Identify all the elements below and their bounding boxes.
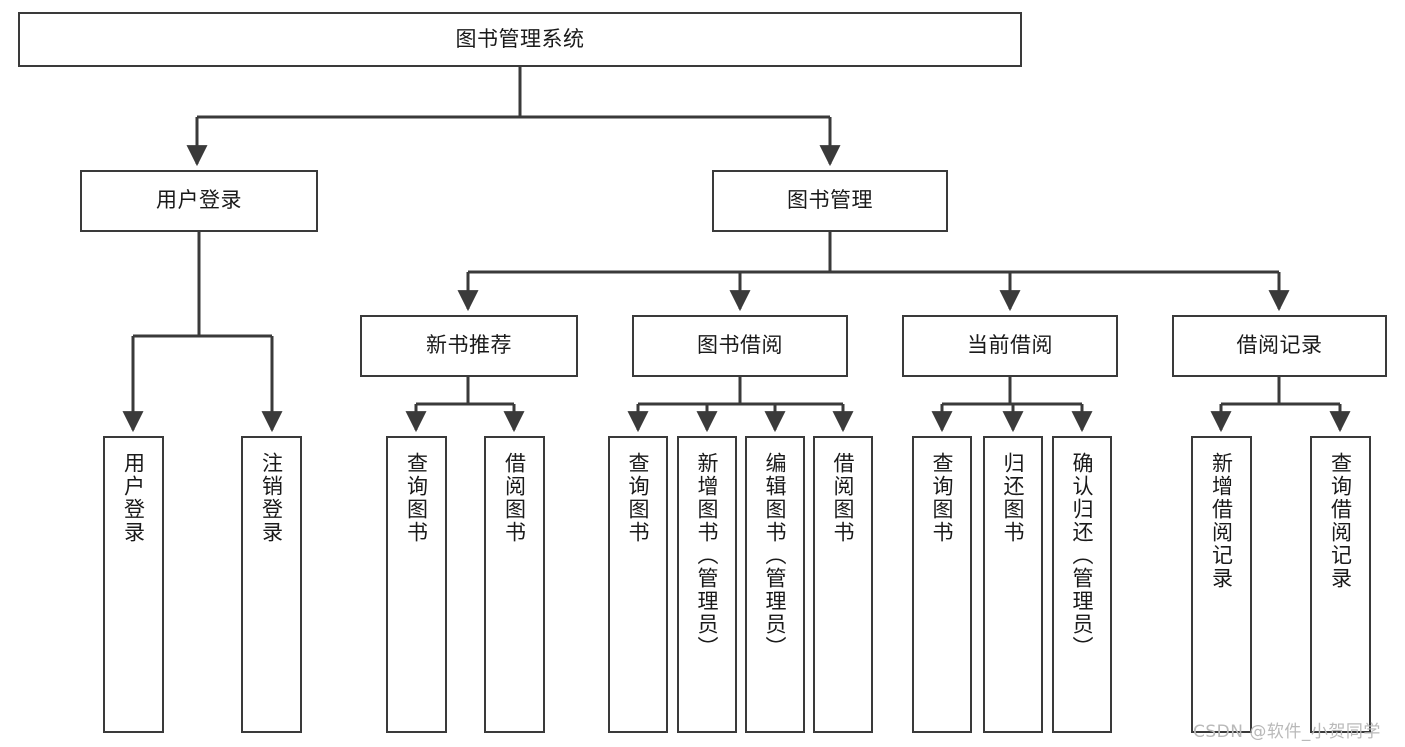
- node-leaf-borrow-book-2-label: 借阅图书: [831, 452, 856, 544]
- node-current-borrow[interactable]: 当前借阅: [902, 315, 1118, 377]
- node-leaf-add-record-label: 新增借阅记录: [1209, 452, 1234, 590]
- node-leaf-query-book-2-label: 查询图书: [626, 452, 651, 544]
- node-book-management[interactable]: 图书管理: [712, 170, 948, 232]
- node-leaf-return-book[interactable]: 归还图书: [983, 436, 1043, 733]
- node-borrow-records-label: 借阅记录: [1236, 333, 1323, 358]
- node-borrow-records[interactable]: 借阅记录: [1172, 315, 1387, 377]
- node-leaf-user-login-label: 用户登录: [121, 452, 146, 544]
- node-root-label: 图书管理系统: [455, 26, 585, 51]
- node-leaf-query-book-1-label: 查询图书: [404, 452, 429, 544]
- node-book-management-label: 图书管理: [787, 188, 873, 213]
- node-leaf-query-book-3[interactable]: 查询图书: [912, 436, 972, 733]
- node-leaf-borrow-book-1-label: 借阅图书: [502, 452, 527, 544]
- node-leaf-borrow-book-1[interactable]: 借阅图书: [484, 436, 545, 733]
- node-user-login[interactable]: 用户登录: [80, 170, 318, 232]
- node-leaf-confirm-return-label: 确认归还（管理员）: [1070, 452, 1095, 659]
- node-book-borrow-label: 图书借阅: [697, 333, 783, 358]
- watermark: CSDN @软件_小贺同学: [1193, 717, 1381, 742]
- node-leaf-add-book-label: 新增图书（管理员）: [695, 452, 720, 659]
- node-current-borrow-label: 当前借阅: [967, 333, 1053, 358]
- node-leaf-logout[interactable]: 注销登录: [241, 436, 302, 733]
- node-leaf-return-book-label: 归还图书: [1001, 452, 1026, 544]
- node-user-login-label: 用户登录: [156, 188, 242, 213]
- node-new-book-recommend-label: 新书推荐: [426, 333, 512, 358]
- node-leaf-query-record-label: 查询借阅记录: [1328, 452, 1353, 590]
- node-leaf-add-book[interactable]: 新增图书（管理员）: [677, 436, 737, 733]
- node-leaf-query-book-3-label: 查询图书: [930, 452, 955, 544]
- watermark-text: CSDN @软件_小贺同学: [1193, 722, 1381, 742]
- node-leaf-query-record[interactable]: 查询借阅记录: [1310, 436, 1371, 733]
- node-leaf-logout-label: 注销登录: [259, 452, 284, 544]
- node-leaf-edit-book-label: 编辑图书（管理员）: [763, 452, 788, 659]
- node-leaf-query-book-2[interactable]: 查询图书: [608, 436, 668, 733]
- node-leaf-edit-book[interactable]: 编辑图书（管理员）: [745, 436, 805, 733]
- node-book-borrow[interactable]: 图书借阅: [632, 315, 848, 377]
- node-leaf-confirm-return[interactable]: 确认归还（管理员）: [1052, 436, 1112, 733]
- node-root[interactable]: 图书管理系统: [18, 12, 1022, 67]
- node-leaf-add-record[interactable]: 新增借阅记录: [1191, 436, 1252, 733]
- node-leaf-user-login[interactable]: 用户登录: [103, 436, 164, 733]
- node-new-book-recommend[interactable]: 新书推荐: [360, 315, 578, 377]
- node-leaf-borrow-book-2[interactable]: 借阅图书: [813, 436, 873, 733]
- node-leaf-query-book-1[interactable]: 查询图书: [386, 436, 447, 733]
